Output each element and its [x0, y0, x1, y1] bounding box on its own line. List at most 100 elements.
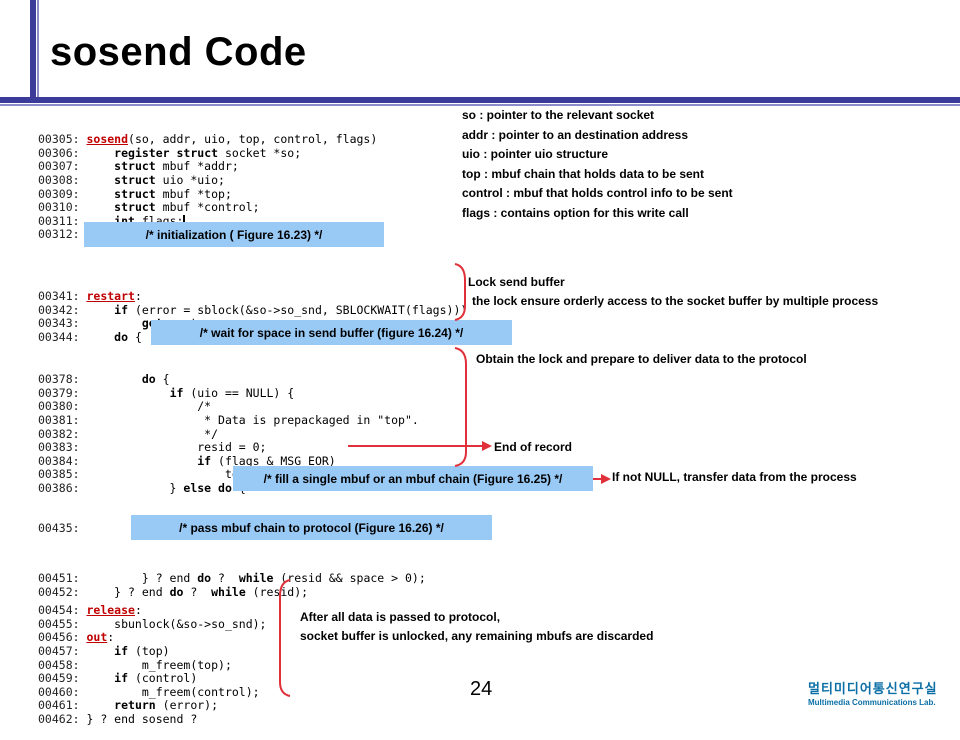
line-number: 00380: [38, 399, 87, 414]
param-control: control : mbuf that holds control info t… [462, 186, 733, 200]
code-block-release: 00454: release:00455: sbunlock(&so->so_s… [38, 577, 266, 740]
line-number: 00305: [38, 132, 87, 147]
title-frame-vertical [30, 0, 36, 103]
banner-fill-mbuf: /* fill a single mbuf or an mbuf chain (… [233, 466, 593, 491]
line-number: 00379: [38, 385, 87, 400]
if-not-null-note: If not NULL, transfer data from the proc… [612, 470, 857, 484]
line-number: 00344: [38, 329, 87, 344]
param-uio: uio : pointer uio structure [462, 147, 608, 161]
param-top: top : mbuf chain that holds data to be s… [462, 166, 704, 181]
line-number: 00384: [38, 453, 87, 468]
lock-description: the lock ensure orderly access to the so… [472, 294, 879, 308]
code-line: 00341: restart: [38, 289, 467, 304]
code-text: } ? end do ? while (resid && space > 0); [86, 571, 426, 586]
line-number: 00451: [38, 571, 87, 586]
code-line: 00456: out: [38, 631, 266, 645]
code-text: /* [86, 399, 212, 414]
line-number: 00312: [38, 227, 87, 242]
line-number: 00385: [38, 467, 87, 482]
line-number: 00342: [38, 302, 87, 317]
code-line: 00307: struct mbuf *addr; [38, 160, 377, 174]
banner-initialization: /* initialization ( Figure 16.23) */ [84, 222, 384, 247]
code-line: 00380: /* [38, 400, 419, 414]
line-number: 00341: [38, 289, 87, 304]
code-line: 00461: return (error); [38, 699, 266, 713]
code-text: sbunlock(&so->so_snd); [86, 616, 267, 631]
code-text: struct mbuf *addr; [114, 159, 239, 174]
line-number: 00306: [38, 145, 87, 160]
code-line: 00379: if (uio == NULL) { [38, 385, 419, 401]
line-number: 00461: [38, 698, 87, 713]
banner-wait-space: /* wait for space in send buffer (figure… [151, 320, 512, 345]
code-line: 00378: do { [38, 372, 419, 387]
param-so: so : pointer to the relevant socket [462, 108, 655, 122]
line-number: 00457: [38, 643, 87, 658]
line-number: 00454: [38, 603, 87, 618]
code-line: 00305: sosend(so, addr, uio, top, contro… [38, 132, 378, 147]
code-text: if (top) [114, 643, 170, 658]
code-line: 00457: if (top) [38, 643, 266, 659]
code-text: restart: [86, 289, 142, 304]
bracket-lock [454, 263, 466, 321]
code-block-signature: 00305: sosend(so, addr, uio, top, contro… [38, 106, 377, 256]
code-line: 00310: struct mbuf *control; [38, 200, 377, 215]
code-text: m_freem(top); [86, 657, 232, 672]
code-line: 00306: register struct socket *so; [38, 145, 377, 161]
code-line: 00452: } ? end do ? while (resid); [38, 584, 426, 600]
end-of-record-note: End of record [494, 440, 573, 454]
title-frame-horizontal [0, 97, 960, 103]
line-number: 00381: [38, 412, 87, 427]
banner-pass-chain: /* pass mbuf chain to protocol (Figure 1… [131, 515, 492, 540]
line-number: 00460: [38, 684, 87, 699]
line-number: 00459: [38, 671, 87, 686]
code-line: 00308: struct uio *uio; [38, 173, 377, 188]
code-line: 00455: sbunlock(&so->so_snd); [38, 616, 267, 632]
line-number: 00452: [38, 584, 87, 599]
line-number: 00435: [38, 521, 87, 536]
line-number: 00307: [38, 159, 87, 174]
bracket-do-loop [454, 347, 467, 467]
code-text: m_freem(control); [86, 684, 260, 699]
line-number: 00378: [38, 372, 87, 387]
param-flags: flags : contains option for this write c… [462, 205, 689, 220]
lab-logo: 멀티미디어통신연구실 Multimedia Communications Lab… [808, 678, 948, 707]
line-number: 00458: [38, 657, 87, 672]
code-line: 00383: resid = 0; [38, 440, 419, 455]
obtain-lock-note: Obtain the lock and prepare to deliver d… [476, 352, 807, 366]
line-number: 00309: [38, 186, 87, 201]
code-text: do { [141, 372, 170, 387]
code-line: 00451: } ? end do ? while (resid && spac… [38, 571, 426, 586]
code-text: struct mbuf *top; [114, 186, 232, 201]
bracket-release [279, 579, 291, 697]
arrow-end-of-record-head [482, 441, 492, 451]
code-block-end-outer-do: 00451: } ? end do ? while (resid && spac… [38, 545, 426, 613]
code-text: return (error); [114, 698, 219, 713]
code-text: if (error = sblock(&so->so_snd, SBLOCKWA… [114, 302, 468, 317]
after-all-note-line2: socket buffer is unlocked, any remaining… [300, 629, 654, 643]
code-text: register struct socket *so; [114, 145, 302, 160]
line-number: 00383: [38, 440, 87, 455]
parameter-descriptions: so : pointer to the relevant socket addr… [462, 106, 733, 223]
code-line: 00384: if (flags & MSG_EOR) [38, 453, 419, 469]
code-text: release: [86, 603, 142, 618]
line-number: 00382: [38, 426, 87, 441]
title-frame-horizontal-light [0, 104, 960, 106]
code-line: 00309: struct mbuf *top; [38, 186, 377, 202]
code-text: sosend(so, addr, uio, top, control, flag… [86, 132, 378, 147]
code-text: */ [86, 426, 219, 441]
code-text: if (control) [114, 671, 198, 686]
arrow-if-not-null-head [601, 474, 611, 484]
line-number: 00386: [38, 480, 87, 495]
code-line: 00459: if (control) [38, 671, 266, 686]
code-line: 00382: */ [38, 426, 419, 442]
after-all-note-line1: After all data is passed to protocol, [300, 610, 501, 624]
code-text: struct mbuf *control; [114, 200, 260, 215]
code-line: 00344: do { [38, 329, 467, 345]
code-line: 00342: if (error = sblock(&so->so_snd, S… [38, 302, 468, 318]
page-title: sosend Code [50, 30, 307, 74]
code-text: do { [114, 329, 142, 344]
line-number: 00455: [38, 616, 87, 631]
lab-logo-english: Multimedia Communications Lab. [808, 698, 936, 707]
page-number: 24 [470, 678, 493, 700]
lock-title: Lock send buffer [468, 275, 565, 289]
